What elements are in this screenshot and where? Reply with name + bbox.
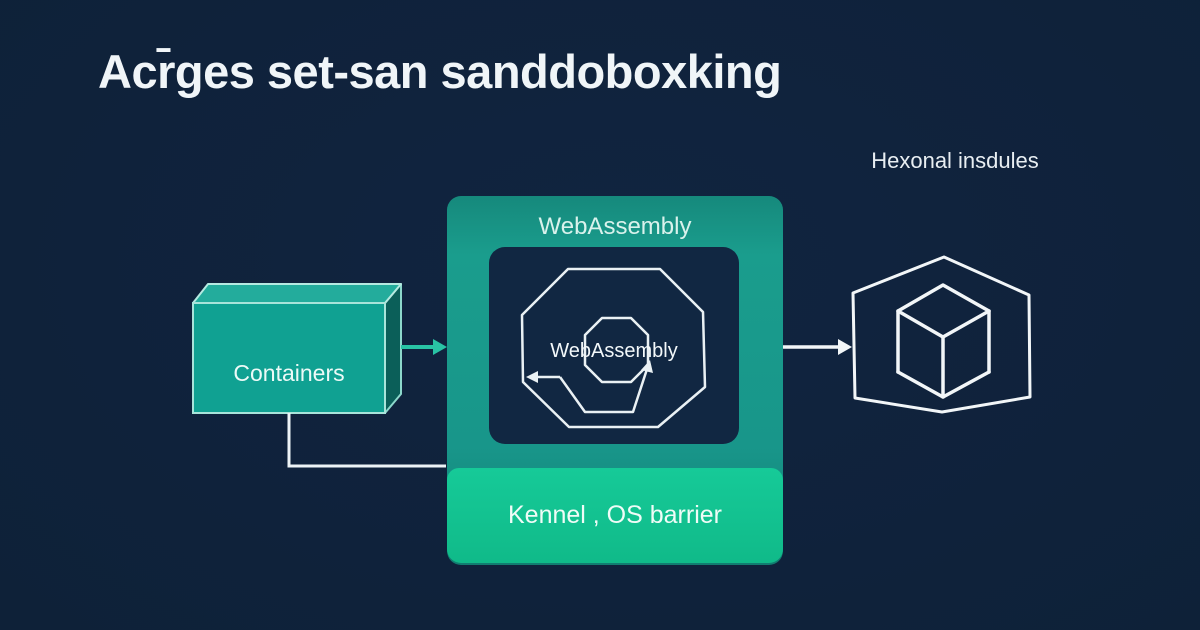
octagon-outer-icon [520, 267, 707, 429]
arrow-right-icon [783, 339, 852, 355]
hexagonal-modules-label: Hexonal insdules [871, 148, 1039, 173]
arrow-up-right-icon [641, 360, 653, 373]
page-title: Acr̄ges set-san sanddoboxking [98, 45, 782, 98]
box-side-face [384, 283, 402, 414]
arrow-right-icon [401, 339, 447, 355]
hexagon-outline-icon [851, 255, 1032, 414]
hexagon-module-icon [851, 255, 1032, 414]
box-front-face [192, 302, 386, 414]
elbow-connector-line [287, 413, 446, 468]
octagon-inner-icon [583, 316, 650, 384]
box-top-face [192, 283, 402, 304]
wireframe-cube-icon [896, 283, 991, 399]
kernel-os-barrier-bar [447, 468, 783, 563]
sandbox-loop-line [558, 365, 650, 414]
wasm-inner-label: WebAssembly [550, 340, 678, 362]
arrow-left-icon [526, 371, 560, 383]
kernel-os-barrier-label: Kennel , OS barrier [508, 501, 722, 529]
wasm-panel-header: WebAssembly [538, 213, 692, 240]
containers-label: Containers [233, 360, 345, 386]
containers-box-3d [192, 283, 402, 414]
